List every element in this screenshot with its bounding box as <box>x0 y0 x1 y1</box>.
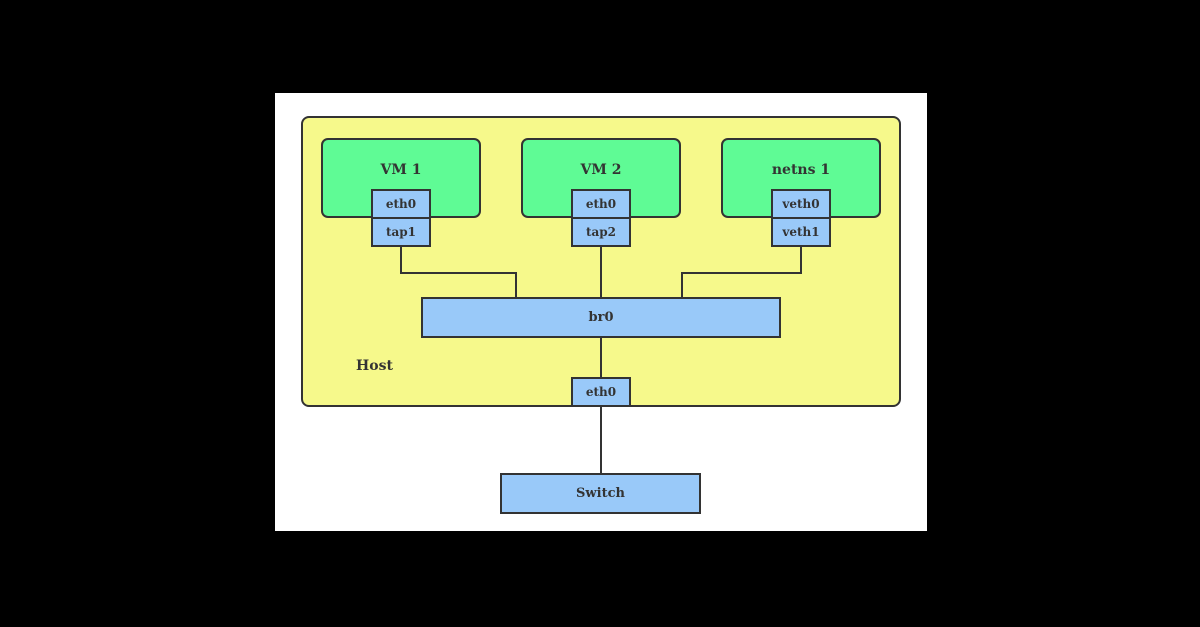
bridge-br0: br0 <box>421 297 781 338</box>
guest-label-vm2: VM 2 <box>580 162 622 178</box>
iface-veth0: veth0 <box>771 189 831 219</box>
iface-vm1-eth0: eth0 <box>371 189 431 219</box>
iface-tap2: tap2 <box>571 217 631 247</box>
guest-box-vm1: VM 1 <box>321 138 481 218</box>
host-label: Host <box>356 358 393 374</box>
host-nic-eth0: eth0 <box>571 377 631 407</box>
guest-label-netns1: netns 1 <box>771 162 831 178</box>
iface-tap1: tap1 <box>371 217 431 247</box>
iface-vm2-eth0: eth0 <box>571 189 631 219</box>
iface-veth1: veth1 <box>771 217 831 247</box>
guest-label-vm1: VM 1 <box>380 162 422 178</box>
switch-box: Switch <box>500 473 701 514</box>
